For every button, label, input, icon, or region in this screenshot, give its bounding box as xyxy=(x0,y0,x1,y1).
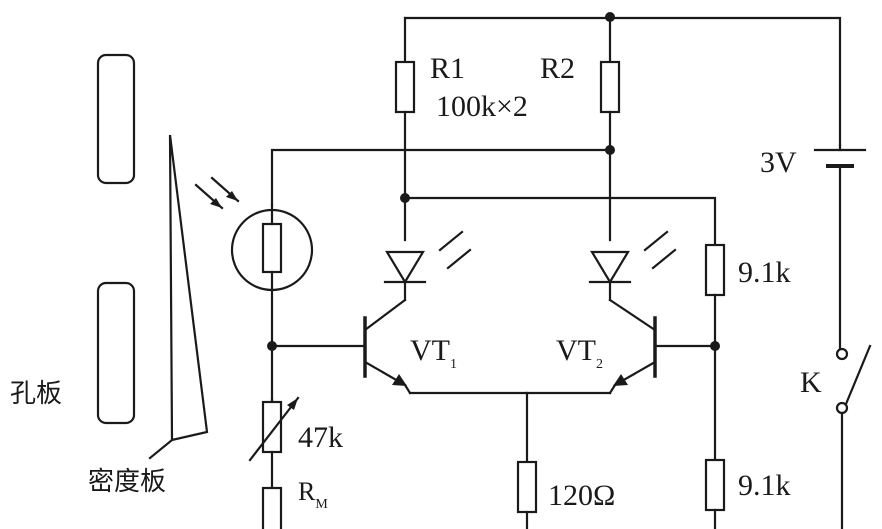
potentiometer-47k xyxy=(248,396,300,462)
label-r1: R1 xyxy=(430,52,465,85)
label-switch-k: K xyxy=(800,366,822,399)
switch-k xyxy=(835,344,872,529)
svg-text:VT1: VT1 xyxy=(410,334,457,372)
svg-text:RM: RM xyxy=(298,477,328,512)
resistor-120-ohm xyxy=(516,460,538,514)
label-r-emitter: 120Ω xyxy=(548,479,615,512)
transistor-vt1 xyxy=(363,298,412,395)
transistor-vt2 xyxy=(608,298,657,395)
junction-dot-base2 xyxy=(710,341,720,351)
junction-dot-r2 xyxy=(605,145,615,155)
resistor-r1 xyxy=(394,60,416,114)
label-r-9-1k-lower: 9.1k xyxy=(738,469,791,502)
svg-text:VT2: VT2 xyxy=(556,334,603,372)
label-vt2: VT xyxy=(556,334,596,367)
led-1 xyxy=(383,230,472,285)
label-r-9-1k-upper: 9.1k xyxy=(738,256,791,289)
label-vt2-sub: 2 xyxy=(596,357,603,372)
label-rm: R xyxy=(298,477,316,506)
resistor-r2 xyxy=(599,60,621,114)
label-r2: R2 xyxy=(540,52,575,85)
label-rm-sub: M xyxy=(315,497,328,512)
density-plate-wedge xyxy=(148,134,209,460)
label-density-plate: 密度板 xyxy=(88,467,166,497)
label-battery: 3V xyxy=(760,146,797,179)
cross-wire xyxy=(403,196,717,247)
label-vt1: VT xyxy=(410,334,450,367)
resistor-9-1k-lower xyxy=(704,458,726,512)
top-rail-wire xyxy=(403,16,842,147)
sensor-supply-wire xyxy=(270,148,612,207)
junction-dot-top xyxy=(605,12,615,22)
resistor-rm xyxy=(261,486,283,529)
resistor-9-1k-upper xyxy=(704,243,726,297)
label-vt1-sub: 1 xyxy=(450,357,457,372)
battery-3v xyxy=(813,143,867,352)
light-arrows-icon xyxy=(194,176,240,210)
led-2 xyxy=(588,230,677,285)
label-r1r2-value: 100k×2 xyxy=(436,90,528,123)
label-pot-47k: 47k xyxy=(298,421,343,454)
photoresistor xyxy=(230,203,314,292)
orifice-plate xyxy=(96,53,136,425)
junction-dot-r1 xyxy=(400,193,410,203)
label-orifice-plate: 孔板 xyxy=(10,379,62,409)
